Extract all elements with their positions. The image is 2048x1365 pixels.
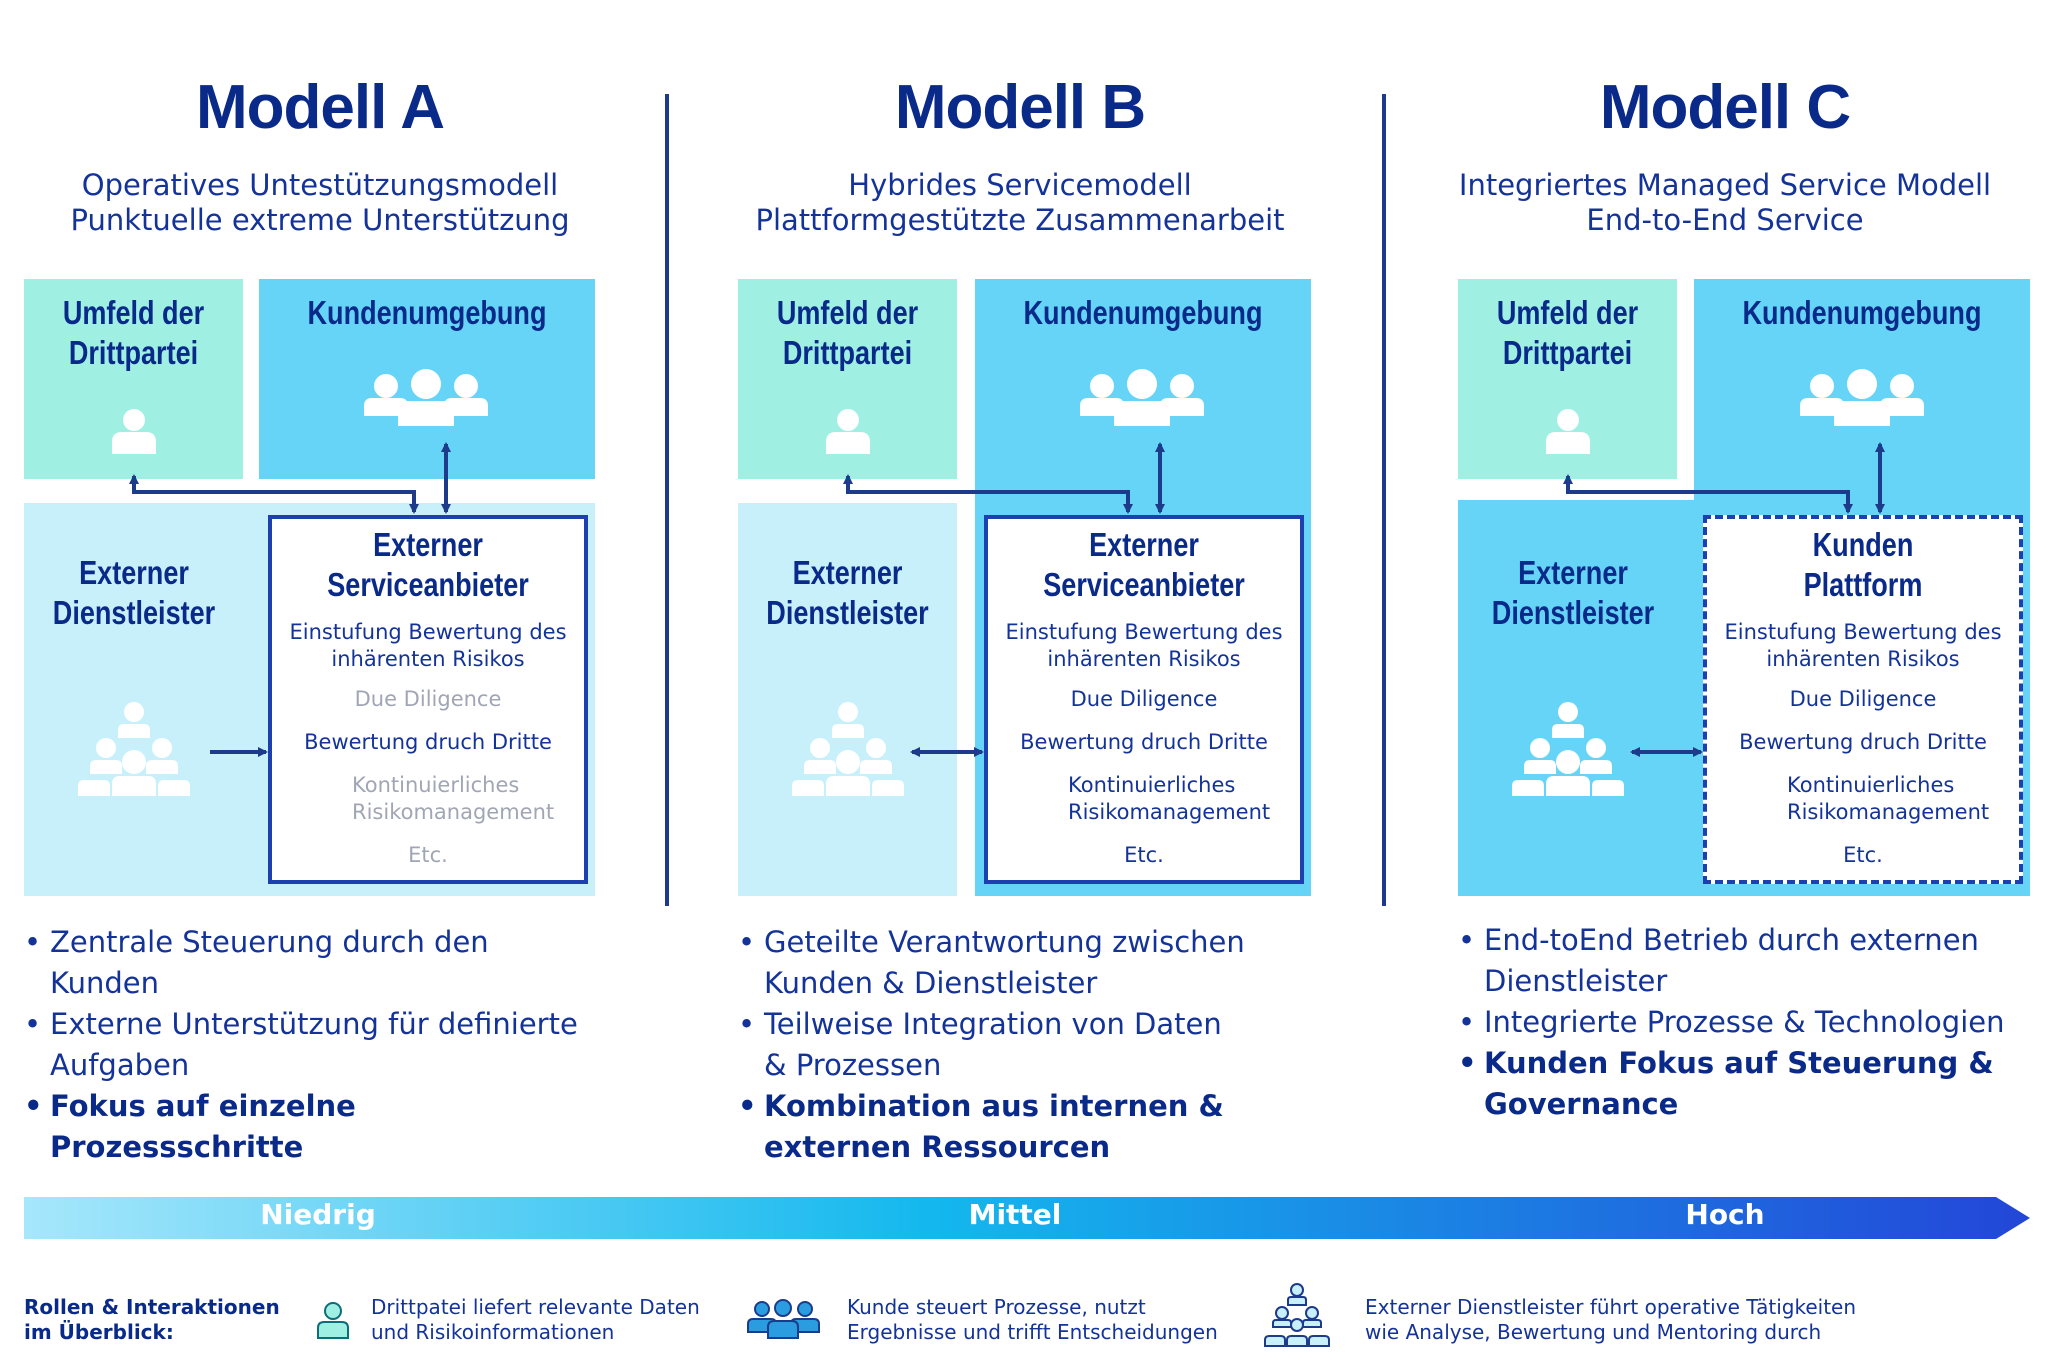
model-subtitle: Operatives Untestützungsmodell Punktuell…: [70, 168, 570, 237]
provider-item: Etc.: [408, 843, 448, 867]
arrow: [1563, 474, 1853, 514]
team-icon: [792, 702, 904, 796]
provider-item: Bewertung druch Dritte: [304, 730, 552, 754]
provider-item: Bewertung druch Dritte: [1020, 730, 1268, 754]
provider-item: Bewertung druch Dritte: [1739, 730, 1987, 754]
person-icon: [112, 409, 156, 454]
team-icon: [78, 702, 190, 796]
bullet-item: •Teilweise Integration von Daten & Proze…: [738, 1007, 1222, 1082]
provider-item: Etc.: [1843, 843, 1883, 867]
provider-item: Einstufung Bewertung des inhärenten Risi…: [289, 620, 567, 671]
scale-bar: [24, 1197, 2030, 1239]
person-icon: [1546, 409, 1590, 454]
bullet-item: •Zentrale Steuerung durch den Kunden: [24, 925, 489, 1000]
person-icon: [317, 1302, 349, 1339]
provider-item: Einstufung Bewertung des inhärenten Risi…: [1724, 620, 2002, 671]
bullet-item: •Kunden Fokus auf Steuerung & Governance: [1458, 1046, 1994, 1121]
team-icon: [1512, 702, 1624, 796]
bullet-list: •End-toEnd Betrieb durch externen Dienst…: [1458, 920, 2018, 1125]
provider-item: Due Diligence: [1789, 687, 1937, 711]
arrow: [843, 474, 1133, 514]
bullet-item: •Integrierte Prozesse & Technologien: [1458, 1005, 2005, 1039]
bullet-list: •Geteilte Verantwortung zwischen Kunden …: [738, 922, 1248, 1168]
legend-title: Rollen & Interaktionen im Überblick:: [24, 1295, 280, 1344]
model-title: Modell A: [195, 73, 445, 142]
model-subtitle: Hybrides Servicemodell Plattformgestützt…: [755, 168, 1285, 237]
bullet-item: •Externe Unterstützung für definierte Au…: [24, 1007, 578, 1082]
platform-box: Kunden Plattform Einstufung Bewertung de…: [1703, 515, 2023, 884]
divider: [1382, 94, 1386, 906]
person-icon: [826, 409, 870, 454]
bullet-item: •Kombination aus internen & externen Res…: [738, 1089, 1224, 1164]
divider: [665, 94, 669, 906]
external-area: Externer Dienstleister: [738, 503, 957, 896]
provider-item: Due Diligence: [354, 687, 502, 711]
bullet-item: •End-toEnd Betrieb durch externen Dienst…: [1458, 923, 1979, 998]
bullet-list: •Zentrale Steuerung durch den Kunden •Ex…: [24, 922, 604, 1168]
third-party-box: Umfeld der Drittpartei: [24, 279, 243, 479]
group-icon: [364, 369, 488, 426]
provider-box: Externer Serviceanbieter Einstufung Bewe…: [268, 515, 588, 884]
group-icon: [747, 1299, 820, 1339]
model-subtitle: Integriertes Managed Service Modell End-…: [1458, 168, 1992, 237]
scale-high-label: Hoch: [1685, 1198, 1765, 1231]
provider-box: Externer Serviceanbieter Einstufung Bewe…: [984, 515, 1304, 884]
scale-low-label: Niedrig: [260, 1198, 376, 1231]
legend-item: Kunde steuert Prozesse, nutzt Ergebnisse…: [847, 1295, 1218, 1344]
legend-item: Drittpatei liefert relevante Daten und R…: [371, 1295, 700, 1344]
group-icon: [1800, 369, 1924, 426]
group-icon: [1080, 369, 1204, 426]
legend-item: Externer Dienstleister führt operative T…: [1365, 1295, 1857, 1344]
team-icon: [1264, 1283, 1330, 1347]
bullet-item: •Geteilte Verantwortung zwischen Kunden …: [738, 925, 1245, 1000]
arrow: [129, 474, 419, 514]
provider-item: Due Diligence: [1070, 687, 1218, 711]
provider-item: Etc.: [1124, 843, 1164, 867]
model-title: Modell B: [894, 73, 1146, 142]
provider-item: Einstufung Bewertung des inhärenten Risi…: [1005, 620, 1283, 671]
bullet-item: •Fokus auf einzelne Prozessschritte: [24, 1089, 356, 1164]
scale-mid-label: Mittel: [968, 1198, 1062, 1231]
external-area: Externer Dienstleister: [1458, 500, 1718, 896]
model-title: Modell C: [1599, 73, 1851, 142]
